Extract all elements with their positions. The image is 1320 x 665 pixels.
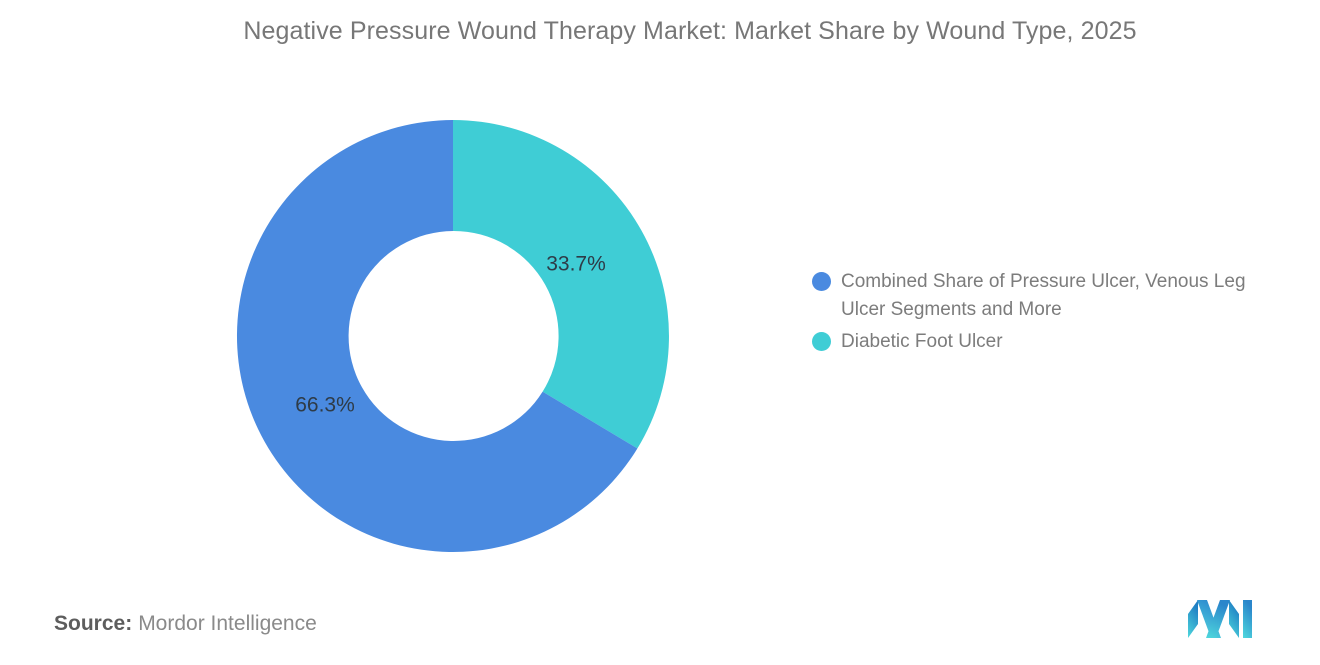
slice-label-diabetic-foot-ulcer: 33.7% bbox=[546, 253, 606, 276]
legend-swatch-blue-icon bbox=[812, 272, 831, 291]
chart-plot-area: 66.3% 33.7% bbox=[236, 119, 669, 553]
legend-item-combined-share[interactable]: Combined Share of Pressure Ulcer, Venous… bbox=[812, 268, 1292, 324]
source-label: Source: bbox=[54, 612, 133, 635]
source-line: Source:Mordor Intelligence bbox=[54, 612, 317, 636]
donut-slice-combined-share[interactable] bbox=[236, 119, 638, 553]
legend-label-combined-share: Combined Share of Pressure Ulcer, Venous… bbox=[841, 271, 1246, 320]
legend-item-diabetic-foot-ulcer[interactable]: Diabetic Foot Ulcer bbox=[812, 328, 1292, 356]
mordor-intelligence-logo-icon bbox=[1188, 600, 1252, 638]
slice-label-combined-share: 66.3% bbox=[295, 394, 355, 417]
donut-chart: 66.3% 33.7% bbox=[236, 119, 669, 553]
legend-swatch-teal-icon bbox=[812, 332, 831, 351]
page-title: Negative Pressure Wound Therapy Market: … bbox=[243, 17, 1137, 45]
donut-slice-diabetic-foot-ulcer[interactable] bbox=[453, 120, 669, 449]
source-value: Mordor Intelligence bbox=[138, 612, 317, 635]
chart-legend: Combined Share of Pressure Ulcer, Venous… bbox=[812, 268, 1292, 360]
legend-label-diabetic-foot-ulcer: Diabetic Foot Ulcer bbox=[841, 331, 1003, 352]
